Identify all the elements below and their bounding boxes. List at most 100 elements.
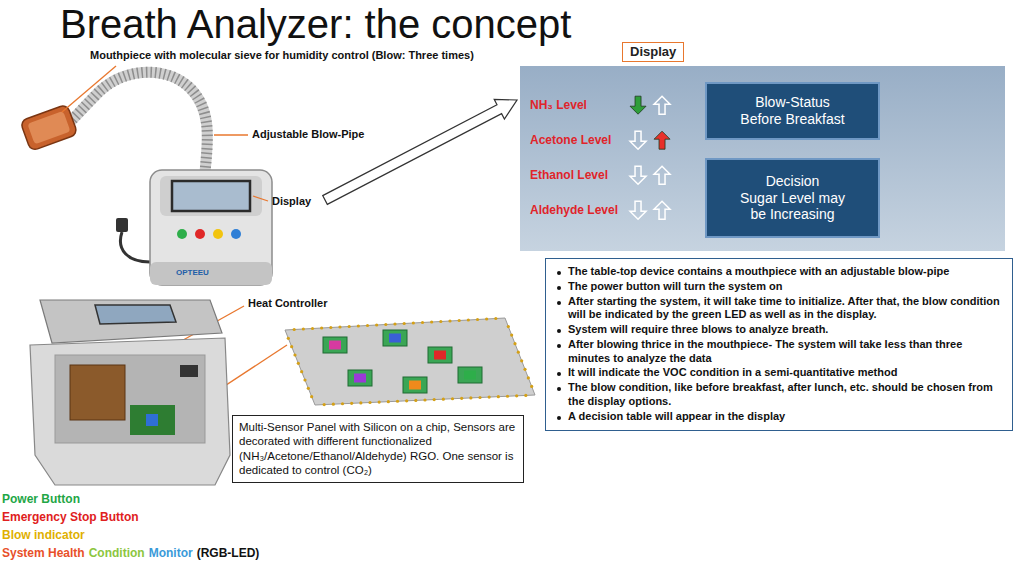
notes-box: The table-top device contains a mouthpie…	[545, 258, 1013, 431]
part-label: Display	[272, 195, 311, 207]
sensor-chip	[387, 400, 390, 403]
mouthpiece	[27, 111, 70, 145]
sensor-chip	[517, 351, 520, 354]
sensor-chip	[329, 341, 341, 350]
sensor-note-box: Multi-Sensor Panel with Silicon on a chi…	[232, 415, 524, 483]
level-label: NH₃ Level	[530, 98, 587, 112]
level-arrow	[654, 201, 670, 219]
open-device	[180, 365, 198, 377]
sensor-chip	[375, 323, 378, 326]
control-label: Monitor	[149, 546, 193, 560]
sensor-chip	[300, 370, 303, 373]
sensor-chip	[383, 330, 407, 346]
sensor-chip	[297, 362, 300, 365]
sensor-chip	[515, 394, 518, 397]
control-label: Power Button	[2, 492, 80, 506]
sensor-chip	[421, 321, 424, 324]
level-arrow	[630, 166, 646, 184]
level-label: Aldehyde Level	[530, 203, 618, 217]
sensor-chip	[403, 322, 406, 325]
sensor-chip	[348, 370, 372, 386]
sensor-chip	[476, 318, 479, 321]
note-item: A decision table will appear in the disp…	[552, 410, 1004, 424]
part-note: Mouthpiece with molecular sieve for humi…	[90, 49, 474, 61]
mouthpiece	[20, 104, 78, 151]
sensor-chip	[348, 370, 372, 386]
device-body	[150, 170, 272, 285]
sensor-chip	[506, 395, 509, 398]
open-device	[130, 405, 175, 435]
sensor-chip	[366, 324, 369, 327]
device-buttons	[213, 229, 223, 239]
sensor-chip	[458, 367, 482, 383]
sensor-chip	[403, 377, 427, 393]
sensor-chip	[323, 337, 347, 353]
note-text: Multi-Sensor Panel with Silicon on a chi…	[239, 420, 517, 478]
sensor-chip	[428, 347, 452, 363]
sensor-chip	[523, 368, 526, 371]
sensor-chip	[469, 396, 472, 399]
control-label: System Health	[2, 546, 85, 560]
sensor-chip	[389, 334, 401, 343]
sensor-chip	[396, 400, 399, 403]
device-buttons	[195, 229, 205, 239]
leader-line	[214, 134, 248, 135]
sensor-chip	[403, 377, 427, 393]
device-body	[150, 170, 272, 285]
device-body	[150, 262, 272, 285]
sensor-chip	[302, 327, 305, 330]
device-body	[172, 181, 250, 211]
heading-text: Display	[630, 44, 676, 60]
sensor-chip	[497, 395, 500, 398]
sensor-chip	[320, 326, 323, 329]
level-arrow	[654, 96, 670, 114]
display-panel: NH₃ LevelAcetone LevelEthanol LevelAldeh…	[520, 66, 1005, 251]
decision-text: Sugar Level may be Increasing	[735, 190, 850, 224]
power-cord	[116, 218, 128, 232]
sensor-chip	[311, 327, 314, 330]
control-label: Blow indicator	[2, 528, 85, 542]
sensor-chip	[451, 397, 454, 400]
level-arrow	[630, 131, 646, 149]
sensor-chip	[348, 325, 351, 328]
sensor-chip	[527, 376, 530, 379]
sensor-chip	[478, 396, 481, 399]
sensor-chip	[354, 374, 366, 383]
note-item: The blow condition, like before breakfas…	[552, 381, 1004, 409]
note-item: It will indicate the VOC condition in a …	[552, 366, 1004, 380]
display-heading-box: Display	[622, 42, 684, 62]
sensor-chip	[350, 402, 353, 405]
sensor-chip	[357, 324, 360, 327]
sensor-chip	[341, 402, 344, 405]
sensor-chip	[359, 401, 362, 404]
open-device	[95, 305, 176, 324]
sensor-chip	[285, 317, 535, 406]
sensor-chip	[520, 359, 523, 362]
level-arrow	[654, 166, 670, 184]
sensor-chip	[393, 322, 396, 325]
status-text: Blow-Status Before Breakfast	[735, 94, 850, 128]
sensor-chip	[485, 317, 488, 320]
sensor-chip	[285, 318, 535, 405]
sensor-chip	[510, 334, 513, 337]
level-arrow	[630, 96, 646, 114]
sensor-chip	[290, 345, 293, 348]
sensor-chip	[332, 403, 335, 406]
open-device	[40, 300, 222, 343]
sensor-chip	[494, 317, 497, 320]
note-item: System will require three blows to analy…	[552, 323, 1004, 337]
sensor-chip	[323, 337, 347, 353]
sensor-chip	[460, 397, 463, 400]
sensor-chip	[378, 400, 381, 403]
sensor-chip	[524, 394, 527, 397]
note-item: The table-top device contains a mouthpie…	[552, 265, 1004, 279]
leader-line	[62, 66, 116, 112]
device-buttons	[231, 229, 241, 239]
decision-box: DecisionSugar Level may be Increasing	[705, 158, 880, 238]
control-label: Condition	[89, 546, 145, 560]
open-device	[55, 355, 205, 443]
sensor-chip	[430, 320, 433, 323]
sensor-chip	[467, 318, 470, 321]
sensor-chip	[513, 342, 516, 345]
sensor-chip	[383, 330, 407, 346]
